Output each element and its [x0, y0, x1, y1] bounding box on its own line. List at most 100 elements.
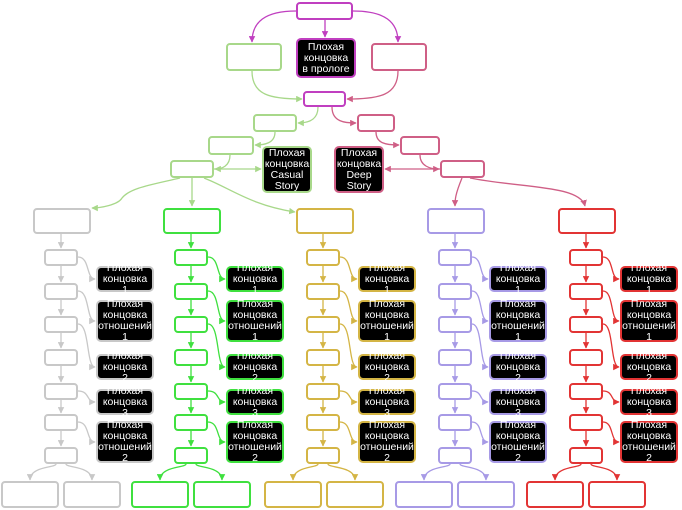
connector-arrow [602, 290, 620, 325]
connector-arrow [459, 463, 490, 481]
gold-step-node [306, 414, 340, 431]
gold-step-node [306, 447, 340, 464]
gold-ending-rel1: Плохая концовка отношений 1 [358, 299, 416, 343]
gold-step-node [306, 383, 340, 400]
gray-ending-rel2: Плохая концовка отношений 2 [96, 420, 154, 464]
connector-arrow [77, 390, 96, 406]
gold-ending-bad3: Плохая концовка 3 [358, 385, 416, 418]
connector-arrow [346, 70, 399, 103]
green-ending-rel2: Плохая концовка отношений 2 [226, 420, 284, 464]
connector-arrow [195, 463, 226, 481]
red-final-right-node [588, 481, 646, 508]
green-route-node [163, 208, 221, 234]
violet-ending-rel1: Плохая концовка отношений 1 [489, 298, 547, 343]
gold-ending-bad2: Плохая концовка 2 [358, 350, 416, 383]
ending-label: Плохая концовка 2 [232, 349, 278, 384]
connector-arrow [339, 323, 358, 371]
violet-step-node [438, 316, 472, 333]
ending-label: Плохая концовка 1 [102, 261, 148, 296]
gray-ending-bad2: Плохая концовка 2 [96, 350, 154, 383]
connector-arrow [203, 177, 296, 215]
connector-arrow [419, 154, 440, 173]
green-step-node [174, 383, 208, 400]
connector-arrow [77, 290, 96, 325]
right-prologue-node [371, 43, 427, 71]
connector-arrow [77, 256, 96, 283]
red-ending-bad2: Плохая концовка 2 [620, 350, 678, 383]
gold-ending-rel2: Плохая концовка отношений 2 [358, 420, 416, 464]
ending-label: Плохая концовка отношений 2 [491, 419, 545, 464]
ending-label: Плохая концовка 1 [495, 261, 541, 296]
gray-step-node [44, 447, 78, 464]
green-ending-bad2: Плохая концовка 2 [226, 350, 284, 383]
connector-arrow [339, 290, 358, 325]
connector-arrow [26, 463, 57, 481]
ending-label: Плохая концовка 3 [232, 384, 278, 419]
connector-arrow [214, 154, 231, 173]
ending-label: Плохая концовка отношений 1 [491, 298, 545, 343]
red-ending-bad1: Плохая концовка 1 [620, 262, 678, 295]
green-step-node [174, 349, 208, 366]
ending-label: Плохая концовка отношений 1 [622, 298, 676, 343]
gold-step-node [306, 316, 340, 333]
violet-final-left-node [395, 481, 453, 508]
ending-label: Плохая концовка 3 [626, 384, 672, 419]
green-step-node [174, 414, 208, 431]
red-step-node [569, 383, 603, 400]
gold-step-node [306, 249, 340, 266]
deep-step-node [400, 136, 440, 155]
gray-step-node [44, 414, 78, 431]
red-step-node [569, 447, 603, 464]
connector-arrow [207, 390, 226, 406]
connector-arrow [251, 70, 303, 103]
casual-step-node [208, 136, 254, 155]
connector-arrow [602, 256, 620, 283]
green-ending-bad3: Плохая концовка 3 [226, 385, 284, 418]
red-step-node [569, 349, 603, 366]
gray-ending-bad1: Плохая концовка 1 [96, 262, 154, 295]
ending-label: Плохая концовка 1 [626, 261, 672, 296]
gray-ending-rel1: Плохая концовка отношений 1 [96, 299, 154, 343]
violet-ending-rel2: Плохая концовка отношений 2 [489, 419, 547, 464]
connector-arrow [602, 421, 620, 446]
red-step-node [569, 414, 603, 431]
violet-final-right-node [457, 481, 515, 508]
connector-arrow [254, 131, 276, 149]
connector-arrow [352, 10, 402, 43]
gray-step-node [44, 383, 78, 400]
violet-step-node [438, 383, 472, 400]
ending-label: Плохая концовка отношений 1 [228, 298, 282, 343]
green-final-right-node [193, 481, 251, 508]
gold-final-left-node [264, 481, 322, 508]
connector-arrow [207, 256, 226, 283]
connector-arrow [339, 256, 358, 283]
violet-ending-bad2: Плохая концовка 2 [489, 350, 547, 383]
green-ending-rel1: Плохая концовка отношений 1 [226, 298, 284, 343]
ending-prologue: Плохая концовка в прологе [296, 38, 356, 78]
green-ending-bad1: Плохая концовка 1 [226, 262, 284, 295]
gray-final-left-node [1, 481, 59, 508]
left-prologue-node [226, 43, 282, 71]
ending-label: Плохая концовка Deep Story [336, 146, 382, 192]
violet-step-node [438, 283, 472, 300]
connector-arrow [156, 463, 187, 481]
connector-arrow [451, 177, 463, 207]
deep-branch-node [357, 114, 395, 132]
ending-label: Плохая концовка в прологе [302, 40, 350, 75]
connector-arrow [471, 256, 489, 283]
gold-ending-bad1: Плохая концовка 1 [358, 262, 416, 295]
connector-arrow [65, 463, 96, 481]
gray-step-node [44, 283, 78, 300]
green-final-left-node [131, 481, 189, 508]
ending-label: Плохая концовка 2 [626, 349, 672, 384]
connector-arrow [248, 10, 297, 43]
connector-arrow [375, 131, 400, 149]
connector-arrow [327, 463, 359, 481]
gray-step-node [44, 349, 78, 366]
gold-step-node [306, 283, 340, 300]
red-ending-rel2: Плохая концовка отношений 2 [620, 420, 678, 464]
connector-arrow [551, 463, 582, 481]
ending-label: Плохая концовка 1 [232, 261, 278, 296]
connector-arrow [471, 323, 489, 371]
